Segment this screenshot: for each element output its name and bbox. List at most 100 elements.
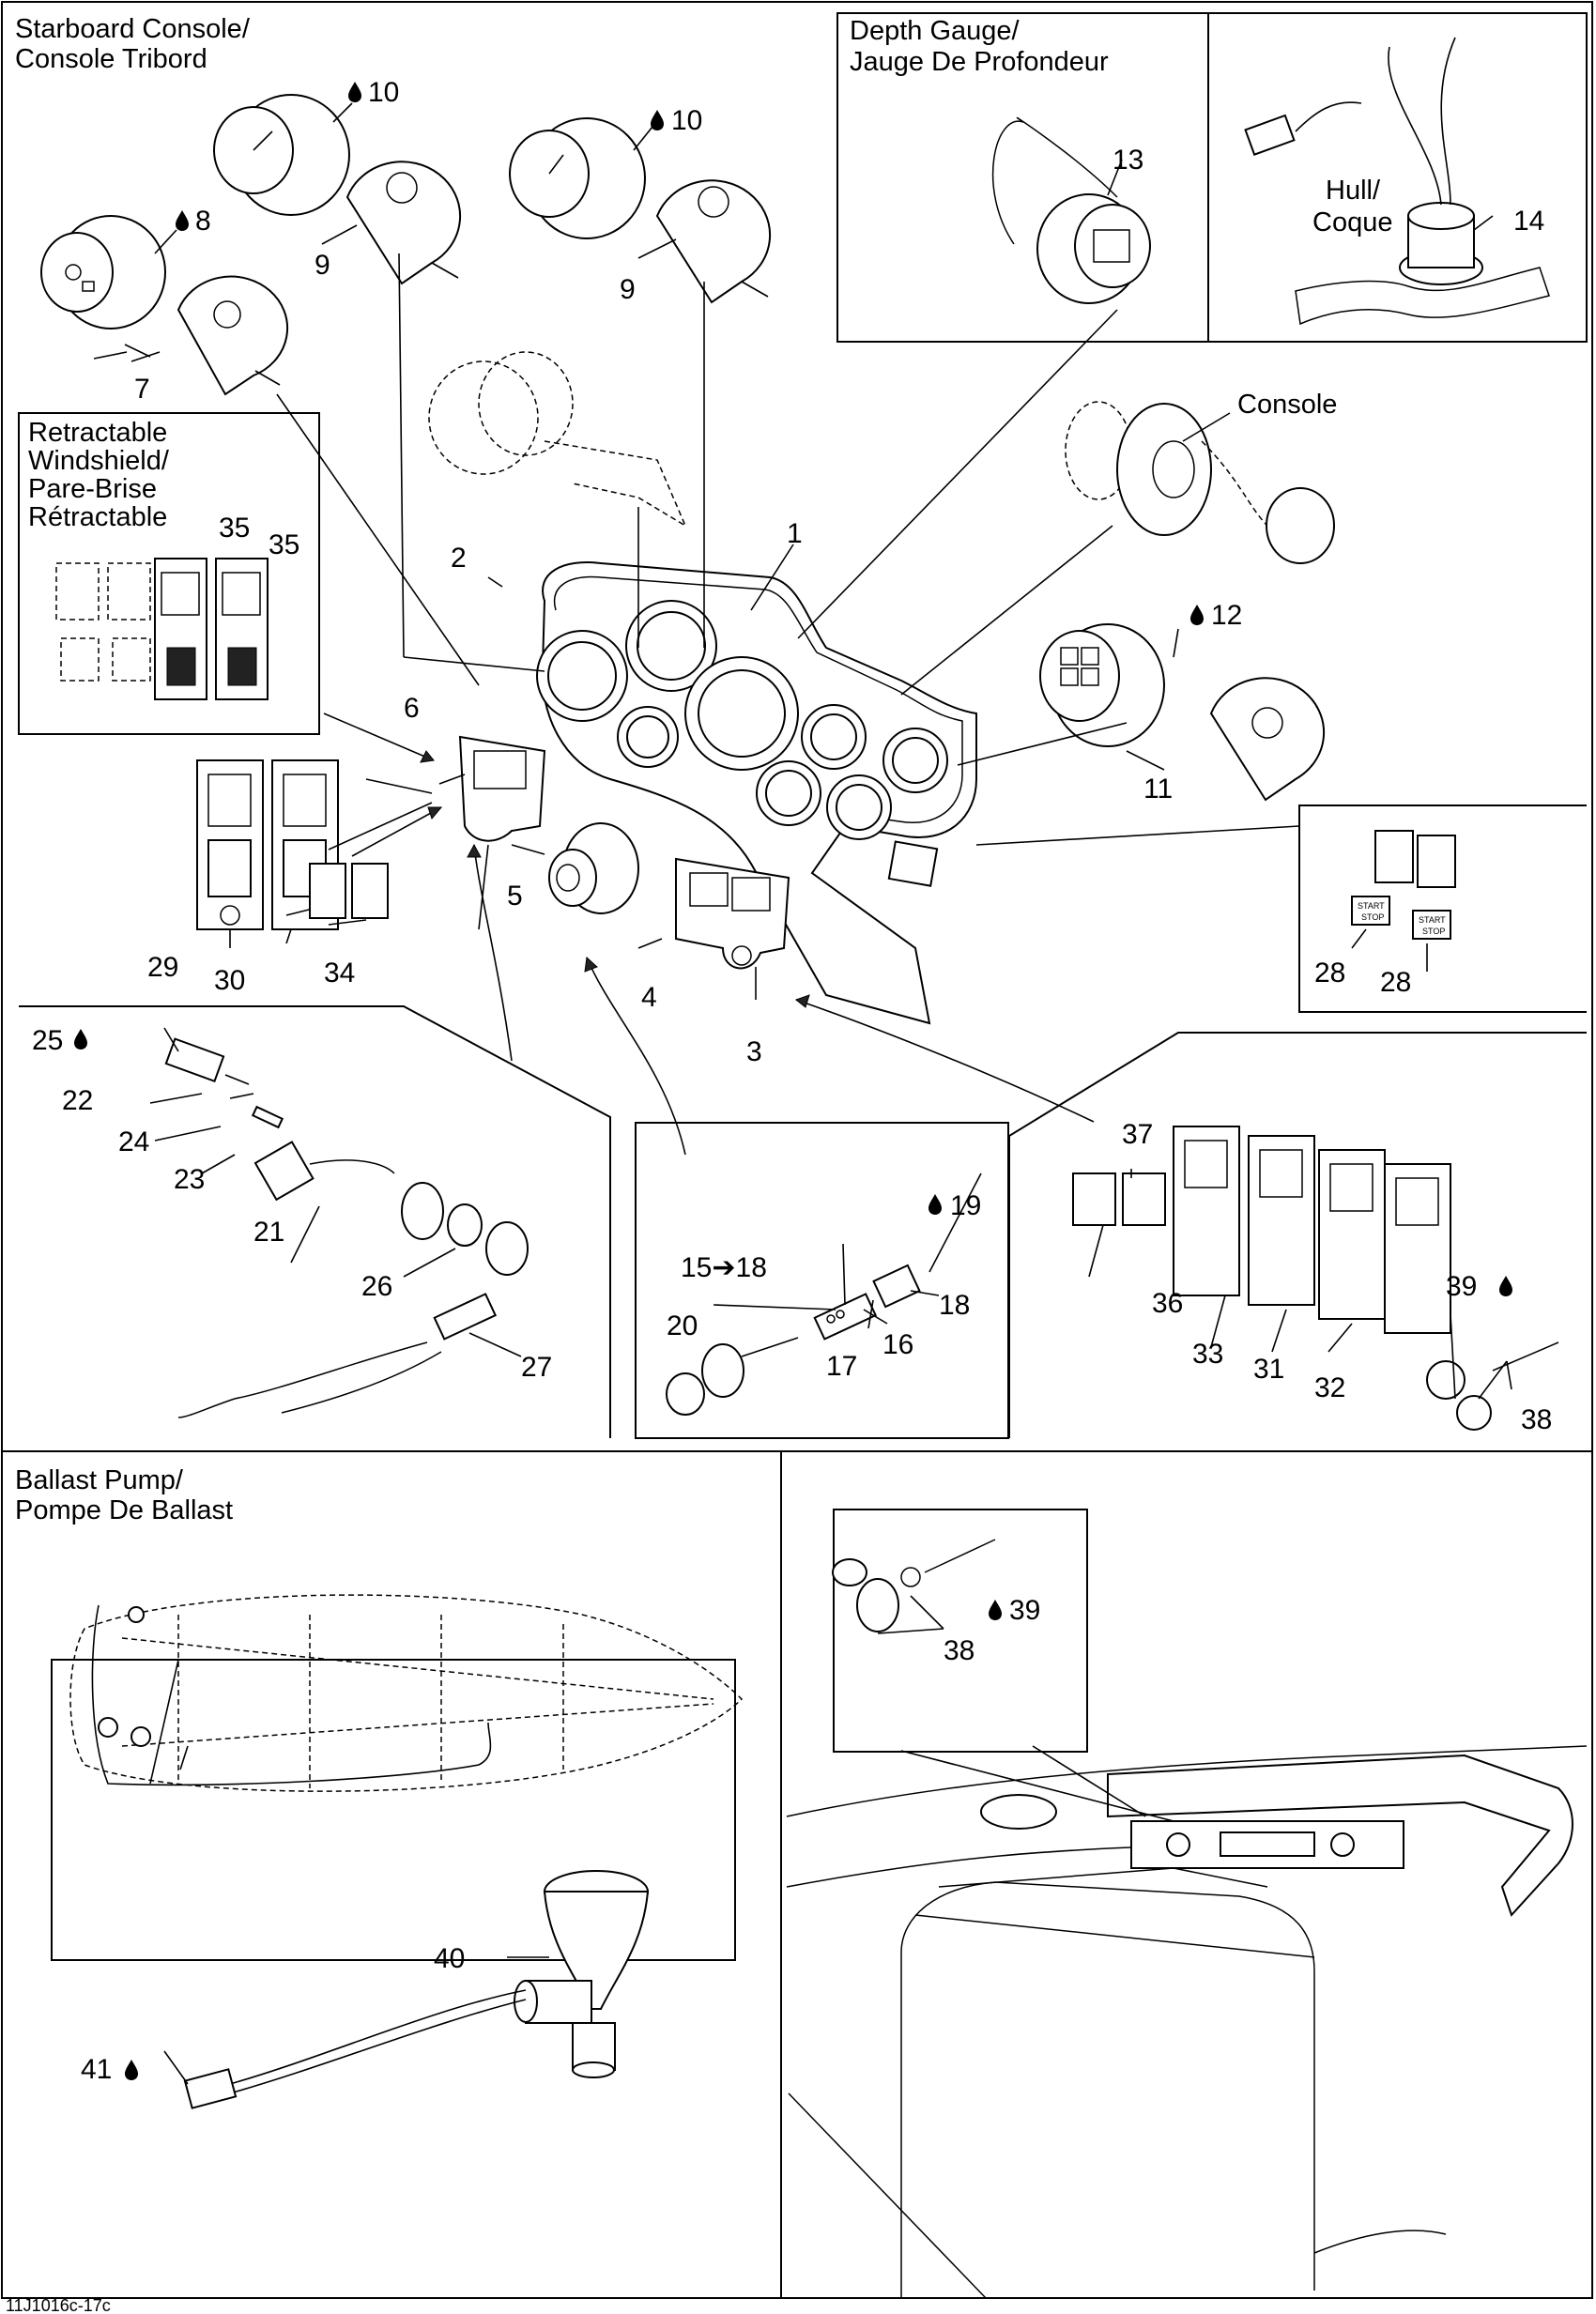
switches-29-30-34 [196,759,389,930]
hull-title: Hull/ [1326,176,1381,206]
hull-sensor-14 [1244,37,1550,326]
figure-code: 11J1016c-17c [6,2296,111,2314]
console-title: Console [1237,390,1337,420]
fluid-drop-icon [928,1194,942,1215]
callout-16: 16 [882,1329,913,1360]
callout-10-right: 10 [671,105,702,136]
depth-gauge-title-fr: Jauge De Profondeur [850,47,1109,77]
dash-panel-1 [536,561,977,1025]
cigarette-lighter-inset [832,1539,996,1632]
callout-23: 23 [174,1164,205,1195]
ballast-pump-title-fr: Pompe De Ballast [15,1495,233,1525]
gauge-9-right-assembly [509,117,772,304]
assembly-arrows [323,713,1095,1156]
switch-plate-5 [458,735,546,842]
callout-14: 14 [1513,206,1544,237]
callout-25: 25 [32,1025,63,1056]
callout-5: 5 [507,881,523,912]
callout-13: 13 [1113,145,1143,176]
switch-28a-stop-label: STOP [1361,912,1384,922]
callout-38-inset: 38 [944,1635,974,1666]
callout-2: 2 [451,543,467,574]
callout-15-18: 15➔18 [681,1252,767,1283]
callout-12: 12 [1211,600,1242,631]
switch-28b-start-label: START [1419,915,1446,925]
windshield-title-line4: Rétractable [28,502,167,532]
windshield-title-line3: Pare-Brise [28,474,157,504]
callout-4: 4 [641,982,657,1013]
callout-20: 20 [667,1310,698,1341]
ballast-pump-40 [183,1870,650,2109]
callout-6: 6 [404,693,420,724]
callout-39-console: 39 [1446,1271,1477,1302]
fluid-drop-icon [651,110,664,130]
fluid-drop-icon [74,1029,87,1050]
switches-28: START STOP START STOP [1351,830,1456,940]
callout-21: 21 [253,1217,284,1248]
callout-19: 19 [950,1190,981,1221]
callout-17: 17 [826,1351,857,1382]
callout-30: 30 [214,965,245,996]
callout-35-left: 35 [219,513,250,544]
callout-37: 37 [1122,1119,1153,1150]
fluid-drop-icon [1190,605,1204,625]
callout-3: 3 [746,1036,762,1067]
ballast-pump-title: Ballast Pump/ [15,1465,184,1495]
connector-lanyard-parts [164,1037,529,1418]
callout-28-right: 28 [1380,967,1411,998]
hull-title-fr: Coque [1312,207,1392,238]
callout-29: 29 [147,952,178,983]
section-titles: Starboard Console/ Console Tribord Depth… [15,14,1392,1525]
callout-7: 7 [134,374,150,405]
callout-40: 40 [434,1943,465,1974]
callout-18: 18 [939,1290,970,1321]
fluid-drop-icon [1499,1276,1512,1296]
fluid-drop-icon [348,82,361,102]
callout-38-console: 38 [1521,1404,1552,1435]
switch-28a-start-label: START [1358,901,1385,911]
depth-gauge-title: Depth Gauge/ [850,16,1021,46]
callout-33: 33 [1192,1339,1223,1370]
interior-seat-illustration [786,1745,1588,2299]
starboard-console-title: Starboard Console/ [15,14,251,44]
dashed-gauge-reference [428,351,687,528]
callout-24: 24 [118,1126,149,1157]
fluid-drop-icon [176,210,189,231]
callout-36: 36 [1152,1288,1183,1319]
callout-39-inset: 39 [1009,1595,1040,1626]
callout-1: 1 [787,518,803,549]
connector-15-20 [666,1264,921,1416]
callout-34: 34 [324,958,355,988]
switch-28b-stop-label: STOP [1422,927,1445,936]
ignition-knob [548,822,639,914]
callout-numbers: 1 2 3 4 5 6 7 8 9 9 10 10 11 12 13 14 15… [32,77,1552,2085]
fluid-drop-icon [989,1600,1002,1620]
leader-lines [93,102,1512,2085]
callout-28-left: 28 [1314,958,1345,988]
callout-9-right: 9 [620,274,636,305]
windshield-switches [55,558,269,700]
callout-41: 41 [81,2054,112,2085]
console-ring-detail [1065,401,1335,564]
gauge-9-left-assembly [213,94,462,285]
switches-31-37 [1072,1126,1559,1431]
gauge-11-assembly [1039,623,1326,802]
switch-plate-3 [675,857,790,970]
callout-31: 31 [1253,1354,1284,1385]
fluid-drop-icon [125,2060,138,2080]
windshield-title-line1: Retractable [28,418,167,448]
gauge-7-assembly [40,215,289,396]
depth-gauge-13 [991,116,1151,304]
starboard-console-title-fr: Console Tribord [15,44,207,74]
callout-8: 8 [195,206,211,237]
callout-32: 32 [1314,1372,1345,1403]
callout-11: 11 [1143,774,1173,805]
callout-22: 22 [62,1085,93,1116]
windshield-title-line2: Windshield/ [28,446,170,476]
boat-hull-outline [69,1594,744,1792]
callout-9-left: 9 [315,250,330,281]
callout-27: 27 [521,1352,552,1383]
callout-26: 26 [361,1271,392,1302]
